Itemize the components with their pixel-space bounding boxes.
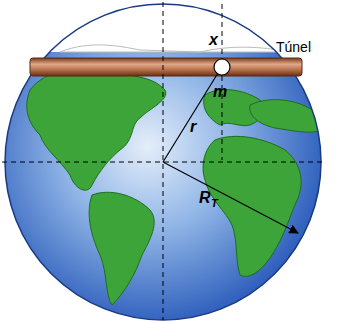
radius-earth bbox=[163, 162, 298, 233]
continents bbox=[0, 0, 341, 305]
mass-label: m bbox=[213, 84, 227, 100]
mass bbox=[214, 59, 230, 75]
radius-label: r bbox=[190, 119, 196, 135]
axes bbox=[2, 2, 322, 320]
tunnel bbox=[30, 58, 302, 76]
radius-r bbox=[163, 73, 218, 162]
earth-radius-label: R bbox=[199, 190, 211, 206]
tunnel-label: Túnel bbox=[276, 40, 311, 54]
distance-label: x bbox=[209, 32, 218, 48]
subscript-label: T bbox=[211, 198, 218, 209]
